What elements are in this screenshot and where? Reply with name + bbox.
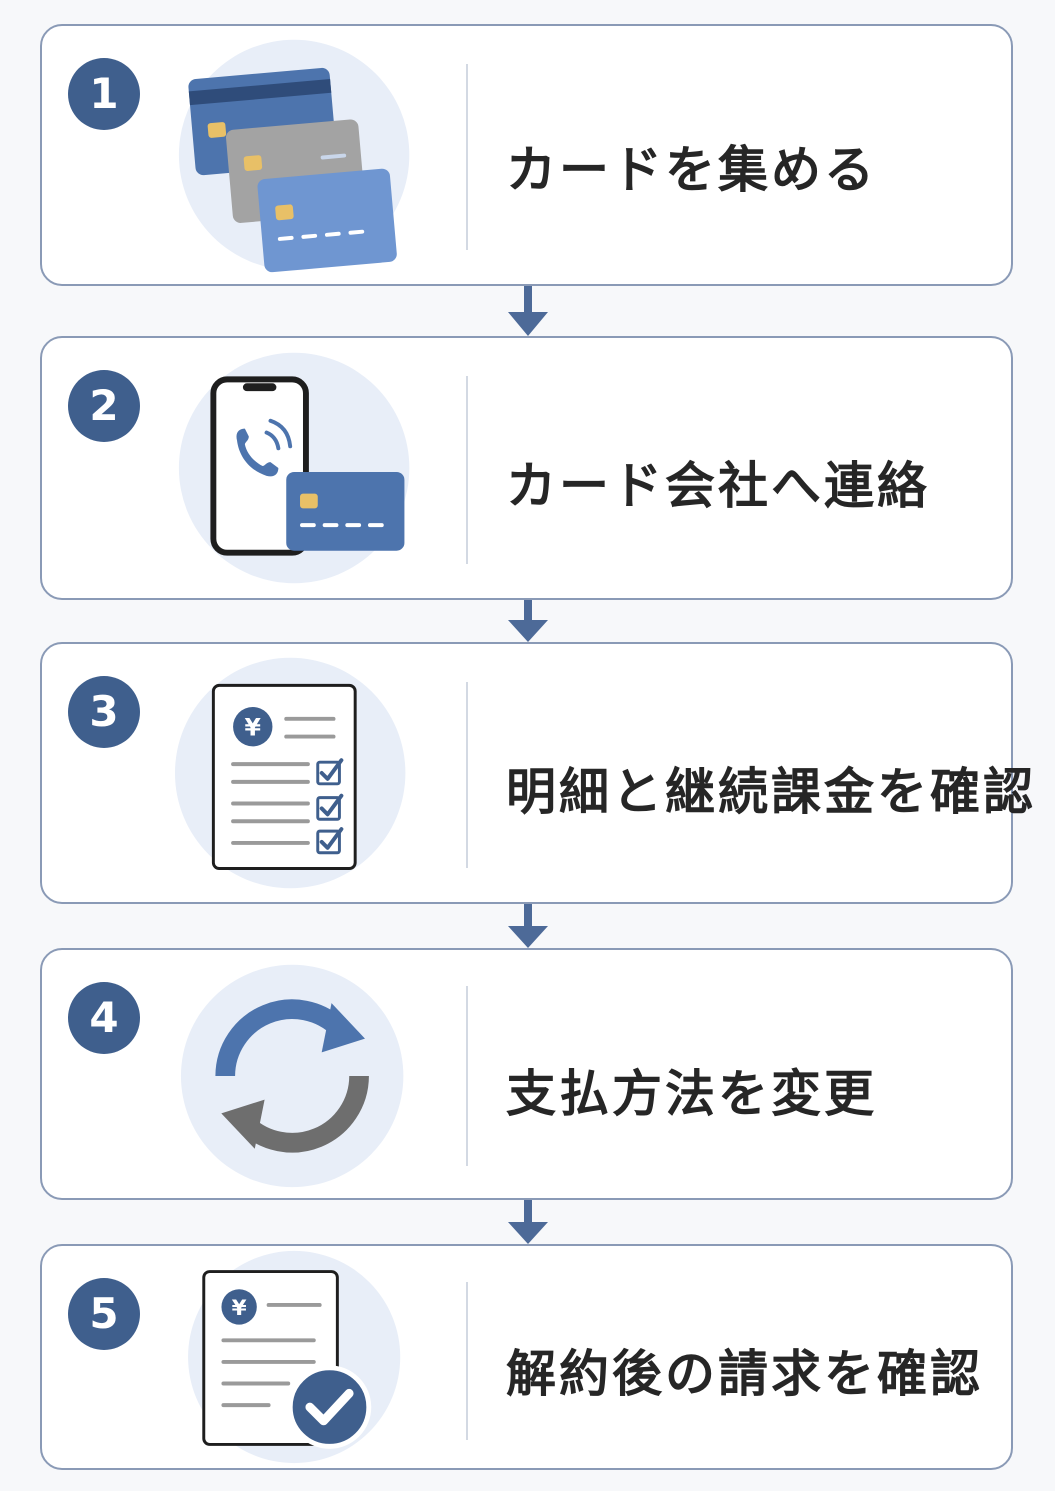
step-number-badge: 5 (68, 1278, 140, 1350)
arrow-down-icon (502, 1200, 554, 1246)
svg-text:¥: ¥ (232, 1296, 247, 1321)
arrow-down-icon (502, 286, 554, 338)
step-card-2: 2 カード会社へ連絡 (40, 336, 1013, 600)
step-label-5: 解約後の請求を確認 (506, 1345, 983, 1403)
step-number-badge: 4 (68, 982, 140, 1054)
statement-checklist-icon: ¥ (162, 644, 442, 902)
step-label-2: カード会社へ連絡 (506, 457, 930, 515)
step-card-1: 1 カードを集める (40, 24, 1013, 286)
divider (466, 1282, 468, 1440)
divider (466, 986, 468, 1166)
step-number-badge: 2 (68, 370, 140, 442)
arrow-down-icon (502, 600, 554, 644)
credit-cards-icon (162, 26, 442, 284)
step-label-4: 支払方法を変更 (506, 1065, 877, 1123)
step-number-badge: 3 (68, 676, 140, 748)
refresh-cycle-icon (162, 950, 442, 1198)
step-label-1: カードを集める (506, 141, 877, 199)
step-number-badge: 1 (68, 58, 140, 130)
step-card-5: 5 ¥ 解約後の請求を確認 (40, 1244, 1013, 1470)
step-card-3: 3 ¥ 明細と継続課金を確認 (40, 642, 1033, 904)
svg-text:¥: ¥ (245, 714, 262, 742)
step-label-3: 明細と継続課金を確認 (506, 763, 1036, 821)
divider (466, 682, 468, 868)
smartphone-call-icon (162, 338, 442, 598)
step-card-4: 4 支払方法を変更 (40, 948, 1013, 1200)
divider (466, 64, 468, 250)
divider (466, 376, 468, 564)
arrow-down-icon (502, 904, 554, 950)
document-check-icon: ¥ (162, 1246, 442, 1468)
